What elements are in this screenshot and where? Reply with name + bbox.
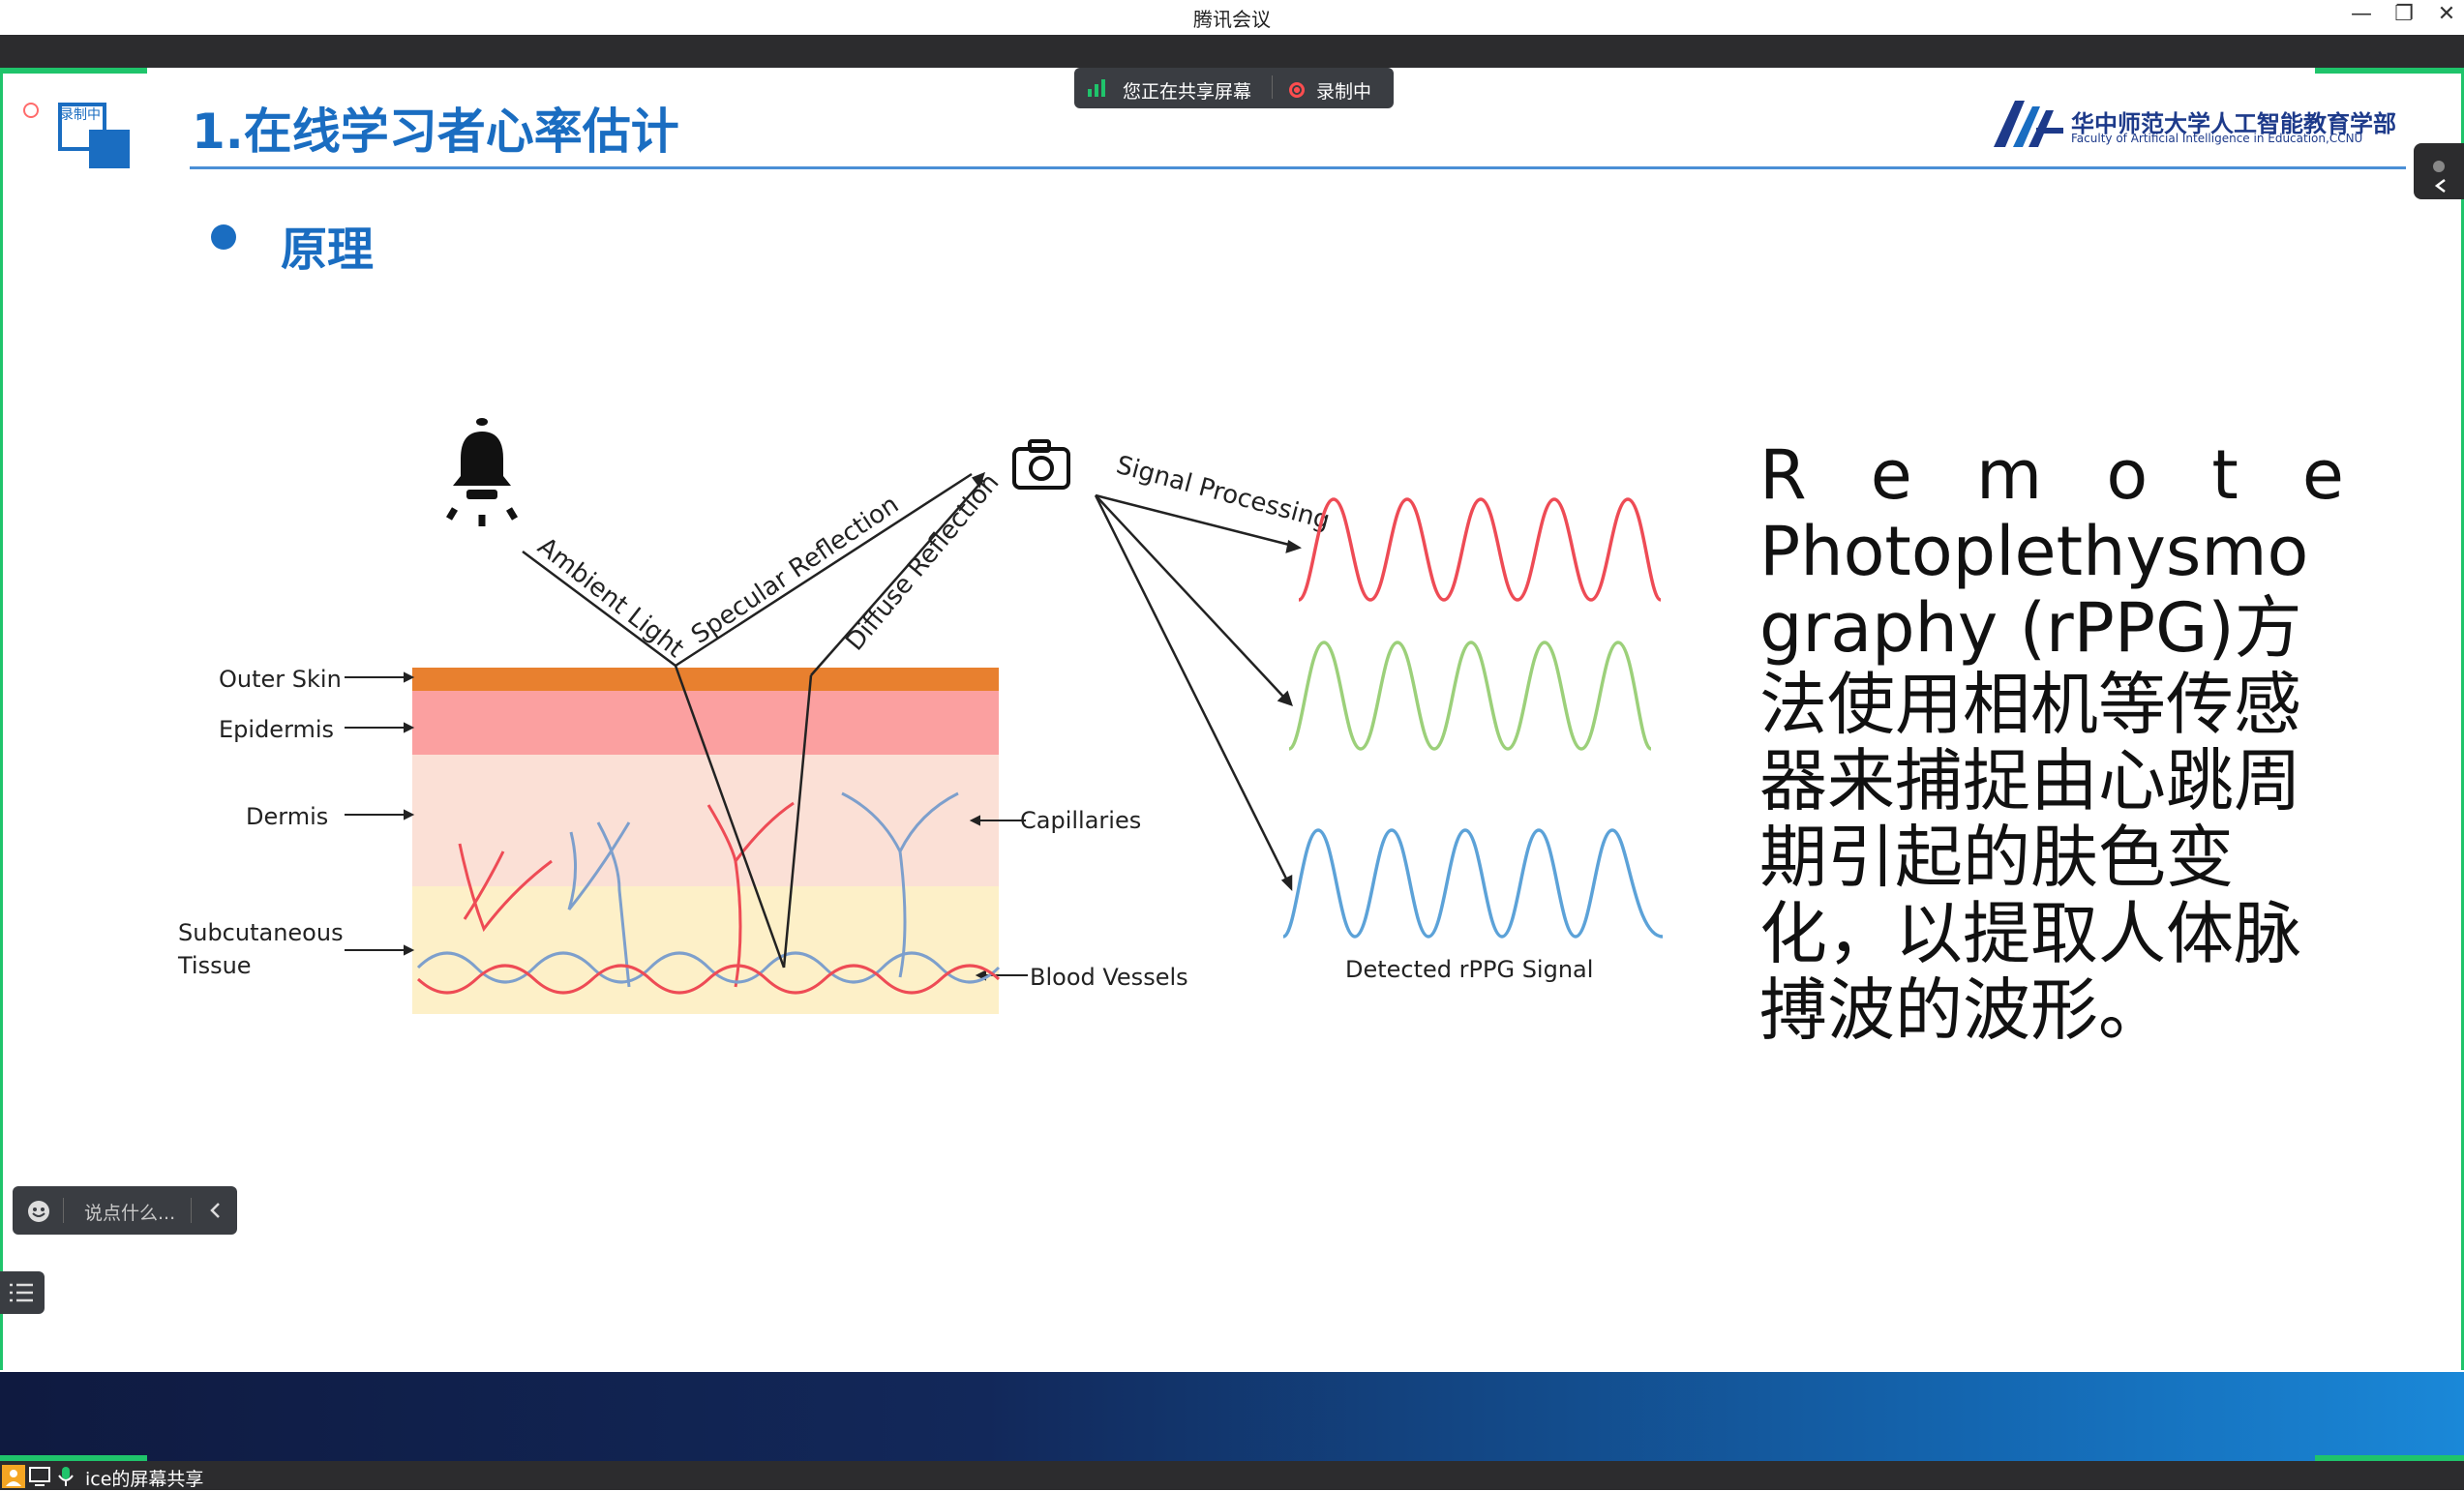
window-titlebar: 腾讯会议 — ❐ ✕ xyxy=(0,0,2464,35)
app-title: 腾讯会议 xyxy=(1193,8,1271,31)
slide-title: 1.在线学习者心率估计 xyxy=(192,104,679,160)
light-rays xyxy=(522,471,1302,969)
minimize-button[interactable]: — xyxy=(2351,2,2372,26)
pill-divider xyxy=(1272,75,1273,99)
member-list-button[interactable] xyxy=(0,1271,45,1314)
chevron-left-icon xyxy=(2433,161,2446,193)
blue-signal-wave xyxy=(1282,828,1664,939)
label-dermis: Dermis xyxy=(246,803,328,830)
epidermis-layer xyxy=(412,691,999,755)
university-subtitle: Faculty of Artificial Intelligence in Ed… xyxy=(2071,132,2363,145)
label-blood-vessels: Blood Vessels xyxy=(1030,964,1188,991)
screen-share-icon xyxy=(29,1467,50,1486)
slide-footer-band xyxy=(0,1372,2464,1461)
label-subcutaneous: Subcutaneous xyxy=(178,919,344,946)
rec-badge-label: 录制中 xyxy=(60,107,101,123)
outer-skin-layer xyxy=(412,668,999,691)
sharing-label: 您正在共享屏幕 xyxy=(1123,81,1252,103)
label-tissue: Tissue xyxy=(177,952,252,979)
layer-arrows xyxy=(345,671,1028,981)
green-signal-wave xyxy=(1288,641,1653,751)
label-ambient-light: Ambient Light xyxy=(532,532,689,664)
vein-wave xyxy=(416,951,1001,984)
artery-wave xyxy=(416,964,1001,995)
microphone-icon xyxy=(58,1467,74,1486)
close-button[interactable]: ✕ xyxy=(2437,2,2456,26)
share-border-right xyxy=(2315,68,2464,74)
collapse-chevron-icon[interactable] xyxy=(206,1201,225,1220)
slide-logo-square-fill xyxy=(89,130,130,168)
restore-button[interactable]: ❐ xyxy=(2394,2,2414,26)
section-heading: 原理 xyxy=(281,223,375,277)
status-border-right xyxy=(2315,1455,2464,1461)
share-owner-label: ice的屏幕共享 xyxy=(85,1469,204,1490)
bullet-icon xyxy=(211,224,236,250)
status-border-left xyxy=(0,1455,147,1461)
slide-body-text: R e m o t e Photoplethysmography (rPPG)方… xyxy=(1759,437,2344,1049)
label-capillaries: Capillaries xyxy=(1020,807,1141,834)
label-detected-signal: Detected rPPG Signal xyxy=(1345,956,1593,983)
share-border-left xyxy=(0,68,147,74)
share-indicator[interactable]: 您正在共享屏幕 录制中 xyxy=(1074,68,1394,108)
camera-icon xyxy=(1012,439,1070,490)
status-bar xyxy=(0,1461,2464,1490)
subcutaneous-layer xyxy=(412,886,999,1014)
slide-logo-square-outline xyxy=(58,103,106,151)
recording-dot-icon xyxy=(23,103,39,118)
chat-bar[interactable]: 说点什么... xyxy=(13,1186,237,1235)
toolbar-strip xyxy=(0,35,2464,68)
dermis-layer xyxy=(412,755,999,886)
chat-input[interactable]: 说点什么... xyxy=(84,1203,176,1224)
chat-divider-2 xyxy=(191,1198,192,1223)
chat-divider xyxy=(63,1198,64,1223)
red-signal-wave xyxy=(1298,497,1662,602)
label-signal-processing: Signal Processing xyxy=(1113,451,1333,536)
side-panel-toggle[interactable] xyxy=(2414,143,2464,199)
list-icon xyxy=(10,1283,33,1302)
body-first-line: R e m o t e xyxy=(1759,435,2344,515)
record-icon xyxy=(1289,79,1305,101)
emoji-icon[interactable] xyxy=(26,1199,51,1224)
signal-bars-icon xyxy=(1088,79,1105,97)
light-bulb-icon xyxy=(445,418,519,526)
label-diffuse-reflection: Diffuse Reflection xyxy=(840,468,1005,657)
shared-slide xyxy=(0,74,2464,1370)
label-epidermis: Epidermis xyxy=(219,716,334,743)
rppg-diagram: Outer Skin Epidermis Dermis Subcutaneous… xyxy=(177,418,1664,1014)
university-logo-icon xyxy=(1994,101,2063,147)
title-underline xyxy=(190,166,2406,169)
body-rest: Photoplethysmography (rPPG)方法使用相机等传感器来捕捉… xyxy=(1759,512,2309,1050)
user-icon xyxy=(2,1465,25,1488)
recording-label: 录制中 xyxy=(1316,81,1372,103)
university-name: 华中师范大学人工智能教育学部 xyxy=(2071,110,2396,137)
label-outer-skin: Outer Skin xyxy=(219,666,342,693)
